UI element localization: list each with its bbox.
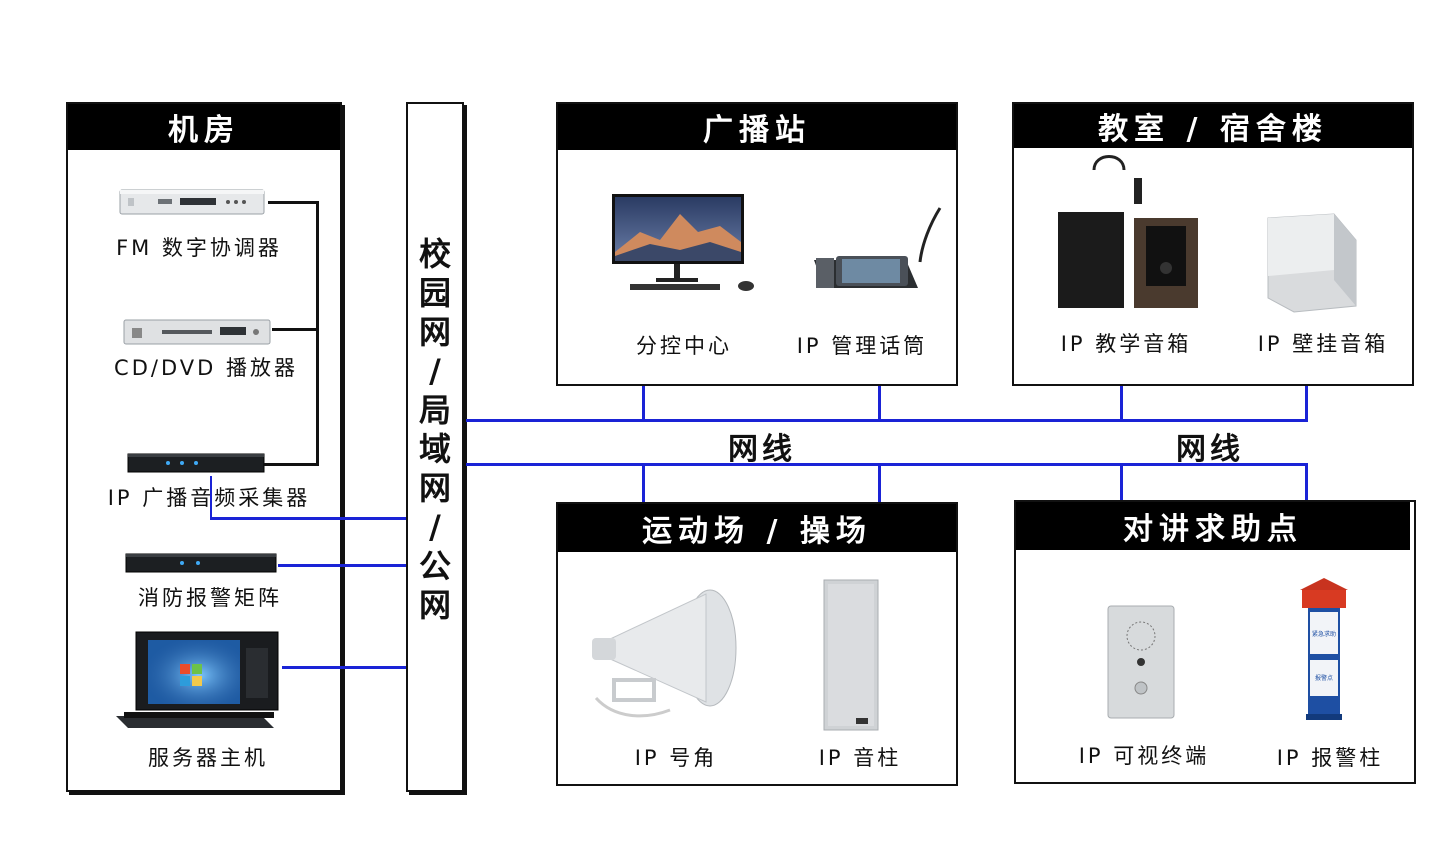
- pillar-text-top: 紧急求助: [1312, 630, 1336, 638]
- alarm-pillar-label: IP 报警柱: [1276, 746, 1384, 770]
- server-host-label: 服务器主机: [148, 746, 268, 770]
- network-cable: [210, 476, 212, 518]
- horn-speaker-icon: [592, 589, 737, 718]
- broadcast-station-title: 广播站: [558, 104, 956, 150]
- teaching-speaker-label: IP 教学音箱: [1060, 332, 1192, 356]
- network-cable: [642, 464, 645, 502]
- wall-speaker-icon: [1267, 213, 1357, 313]
- pillar-text-bottom: 报警点: [1315, 674, 1333, 682]
- network-cable: [1305, 385, 1308, 421]
- fm-tuner-icon: [119, 189, 265, 215]
- playground-title: 运动场 / 操场: [558, 504, 956, 552]
- wall-speaker-label: IP 壁挂音箱: [1257, 332, 1389, 356]
- network-vertical-label: 校 园 网 / 局 域 网 / 公 网: [418, 235, 451, 624]
- network-cable: [282, 666, 406, 669]
- connector-line: [272, 328, 318, 331]
- audio-collector-label: IP 广播音频采集器: [107, 486, 311, 510]
- network-cable: [878, 464, 881, 502]
- cd-dvd-player-label: CD/DVD 播放器: [114, 356, 298, 380]
- server-host-icon: [116, 631, 279, 728]
- intercom-title: 对讲求助点: [1016, 502, 1410, 550]
- video-intercom-label: IP 可视终端: [1078, 744, 1210, 768]
- column-speaker-label: IP 音柱: [818, 746, 902, 770]
- network-cable: [878, 385, 881, 421]
- machine-room-title: 机房: [68, 104, 340, 150]
- network-column: [406, 102, 464, 792]
- fire-alarm-matrix-label: 消防报警矩阵: [138, 586, 282, 610]
- paging-microphone-label: IP 管理话筒: [796, 334, 928, 358]
- horn-speaker-label: IP 号角: [634, 746, 718, 770]
- column-speaker-icon: [823, 579, 879, 731]
- network-cable: [466, 419, 1308, 422]
- connector-line: [268, 201, 318, 204]
- network-cable: [466, 463, 1308, 466]
- fire-alarm-matrix-icon: [125, 553, 277, 573]
- audio-collector-icon: [127, 453, 265, 473]
- teaching-speaker-icon: [1058, 155, 1198, 308]
- fm-tuner-label: FM 数字协调器: [116, 236, 282, 260]
- alarm-pillar-icon: 紧急求助 报警点: [1300, 578, 1348, 720]
- network-cable: [1120, 385, 1123, 421]
- network-cable: [642, 385, 645, 421]
- monitor-label: 分控中心: [636, 334, 732, 358]
- paging-microphone-icon: [814, 207, 942, 288]
- video-intercom-icon: [1107, 605, 1175, 719]
- network-cable: [1120, 464, 1123, 502]
- network-cable: [210, 517, 406, 520]
- network-cable: [1305, 464, 1308, 502]
- connector-line: [264, 463, 318, 466]
- cd-dvd-player-icon: [123, 319, 271, 345]
- network-cable: [278, 564, 406, 567]
- monitor-icon: [612, 194, 754, 291]
- cable-label-right: 网线: [1176, 432, 1244, 467]
- connector-line: [316, 201, 319, 466]
- classroom-title: 教室 / 宿舍楼: [1014, 104, 1412, 148]
- cable-label-left: 网线: [728, 432, 796, 467]
